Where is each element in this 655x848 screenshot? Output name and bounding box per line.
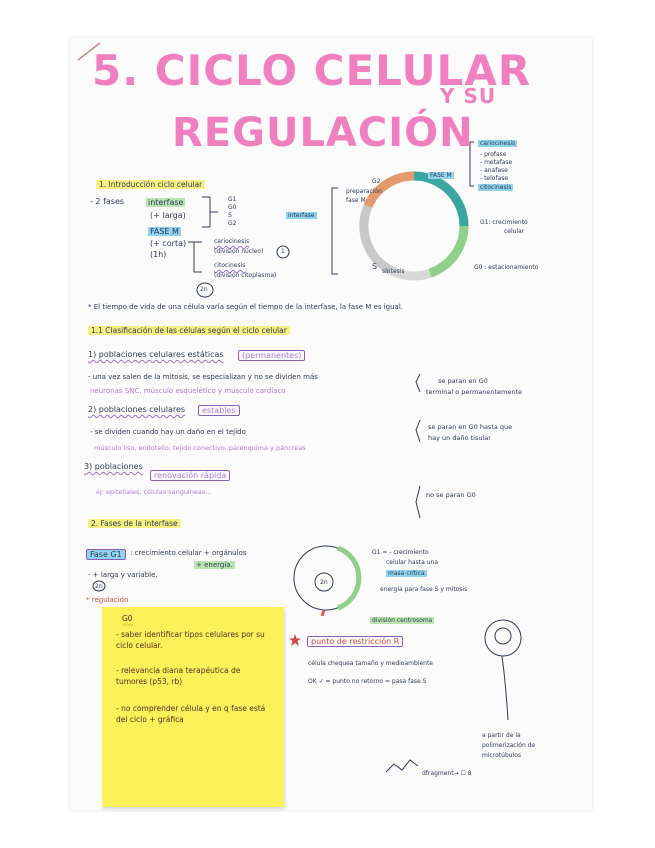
item2-side1: se paran en G0 hasta que bbox=[428, 423, 513, 431]
right-bottom2: polimerización de bbox=[482, 742, 536, 749]
item1-side1: se paran en G0 bbox=[438, 377, 488, 385]
microtubule-drawing bbox=[385, 759, 419, 773]
cycle-g1-label1: G1: crecimiento bbox=[480, 219, 528, 226]
item2-title: 2) poblaciones celulares bbox=[88, 405, 186, 414]
legend-citocinesis: citocinesis bbox=[478, 184, 514, 191]
g1-energy: + energía. bbox=[194, 561, 235, 569]
item3-side: no se paran G0 bbox=[426, 491, 476, 499]
cariocinesis-label: cariocinesis bbox=[214, 238, 250, 245]
right-bottom3: microtúbulos bbox=[482, 752, 522, 759]
section3-heading: 2. Fases de la interfase bbox=[88, 519, 181, 528]
circled-1-icon bbox=[276, 245, 290, 259]
sticky-item3: - no comprender célula y en q fase está … bbox=[116, 704, 266, 724]
item3-title: 3) poblaciones bbox=[84, 462, 143, 471]
right-energy: energía para fase S y mitosis bbox=[380, 586, 468, 593]
pen-stroke bbox=[77, 42, 101, 61]
cycle-prep-label2: fase M bbox=[346, 197, 366, 204]
cell-detail-diagram bbox=[484, 619, 522, 721]
item2-examples: músculo liso, endotelio, tejido conectiv… bbox=[94, 444, 306, 452]
phase-g1: G1 bbox=[228, 196, 237, 203]
cell-division-diagram bbox=[293, 545, 362, 616]
right-bottom1: a partir de la bbox=[482, 732, 521, 739]
page-title-line1: 5. CICLO CELULAR bbox=[92, 46, 532, 95]
citocinesis-desc: (división citoplasma) bbox=[214, 272, 277, 279]
cycle-s-sub: síntesis bbox=[382, 268, 405, 275]
division-label: división centrosoma bbox=[370, 617, 435, 624]
item1-examples: neuronas SNC, músculo esquelético y músc… bbox=[90, 387, 286, 395]
legend-item-telofase: - telofase bbox=[480, 175, 509, 182]
section2-heading: 1.1 Clasificación de las células según e… bbox=[88, 326, 290, 335]
regulation-line: * regulación bbox=[86, 596, 129, 604]
legend-item-metafase: - metafase bbox=[480, 159, 513, 166]
note-line: * El tiempo de vida de una célula varía … bbox=[88, 303, 403, 311]
item3-tag: renovación rápida bbox=[150, 470, 231, 481]
legend-item-anafase: - anafase bbox=[480, 167, 508, 174]
item1-title: 1) poblaciones celulares estáticas bbox=[88, 350, 224, 359]
item2-line: - se dividen cuando hay un daño en el te… bbox=[90, 428, 246, 436]
item1-side2: terminal o permanentemente bbox=[426, 388, 523, 396]
fase-m-brace bbox=[188, 241, 202, 273]
citocinesis-label: citocinesis bbox=[214, 262, 246, 269]
fase-m-label: FASE M bbox=[148, 227, 181, 236]
phases-brace bbox=[202, 196, 218, 228]
circled-2n-text: 2n bbox=[200, 286, 208, 293]
cell-cycle-diagram bbox=[359, 171, 469, 281]
legend-bracket bbox=[469, 141, 474, 187]
right-g1c: masa crítica bbox=[386, 570, 427, 577]
section1-heading: 1. Introducción ciclo celular bbox=[96, 180, 206, 189]
item1-tag: (permanentes) bbox=[238, 350, 306, 361]
item1-line: - una vez salen de la mitosis, se especi… bbox=[88, 373, 318, 381]
star-icon bbox=[289, 634, 301, 646]
interfase-line2: - + larga y variable. bbox=[88, 571, 158, 579]
item2-side2: hay un daño tisular bbox=[428, 434, 491, 442]
item2-tag: estables bbox=[198, 405, 240, 416]
interfase-label: interfase bbox=[146, 198, 186, 207]
sticky-item1: - saber identificar tipos celulares por … bbox=[116, 630, 265, 650]
circled-1-text: 1 bbox=[281, 248, 285, 255]
item3-examples: ej: epiteliales, células sanguíneas... bbox=[96, 488, 212, 496]
legend-title: cariocinesis bbox=[478, 140, 518, 147]
phase-g0: G0 bbox=[228, 204, 237, 211]
cycle-g0-label: G0 : estacionamiento bbox=[474, 264, 539, 271]
fase-m-desc1: (+ corta) bbox=[150, 239, 187, 248]
cariocinesis-desc: (división núcleo) bbox=[214, 248, 264, 255]
sticky-item2: - relevancia diana terapéutica de tumore… bbox=[116, 666, 241, 686]
circled-2n-icon-2 bbox=[92, 580, 106, 592]
cycle-s-label: S bbox=[372, 262, 378, 271]
sticky-note: G0 - saber identificar tipos celulares p… bbox=[102, 607, 284, 807]
page-title-line2: REGULACIÓN bbox=[172, 110, 474, 156]
restriction-label: punto de restricción R bbox=[307, 636, 404, 647]
phase-s: S bbox=[228, 212, 232, 219]
cell-2n-label: 2n bbox=[320, 579, 328, 586]
sticky-title: G0 bbox=[122, 613, 133, 626]
cycle-interfase-label: interfase bbox=[286, 212, 317, 219]
interfase-bracket bbox=[331, 187, 338, 275]
cycle-prep-label1: preparación bbox=[346, 188, 382, 195]
bottom-formula: dfragment→ ☐ 8 bbox=[422, 770, 472, 777]
interfase-desc: (+ larga) bbox=[150, 211, 186, 220]
cycle-fase-m-label: FASE M bbox=[428, 172, 454, 179]
cycle-g1-label2: celular bbox=[504, 228, 525, 235]
cycle-g2-label: G2 bbox=[372, 178, 381, 185]
fase-g1-label: Fase G1 bbox=[86, 549, 126, 560]
restriction-line1: célula chequea tamaño y medioambiente bbox=[308, 660, 433, 667]
circled-2n-icon bbox=[196, 282, 214, 298]
restriction-line2: OK ✓ = punto no retorno = pasa fase S bbox=[308, 678, 427, 685]
page-title-and: Y SU bbox=[440, 84, 497, 108]
fases-label: - 2 fases bbox=[90, 197, 125, 206]
legend-item-profase: - profase bbox=[480, 151, 507, 158]
side-brackets bbox=[415, 373, 421, 519]
phase-g2: G2 bbox=[228, 220, 237, 227]
right-g1b: celular hasta una bbox=[386, 559, 439, 566]
right-g1: G1 = - crecimiento bbox=[372, 549, 429, 556]
circled-2n-text-2: 2n bbox=[95, 583, 103, 590]
g1-desc: : crecimiento celular + orgánulos bbox=[130, 549, 247, 557]
fase-m-desc2: (1h) bbox=[150, 250, 167, 259]
